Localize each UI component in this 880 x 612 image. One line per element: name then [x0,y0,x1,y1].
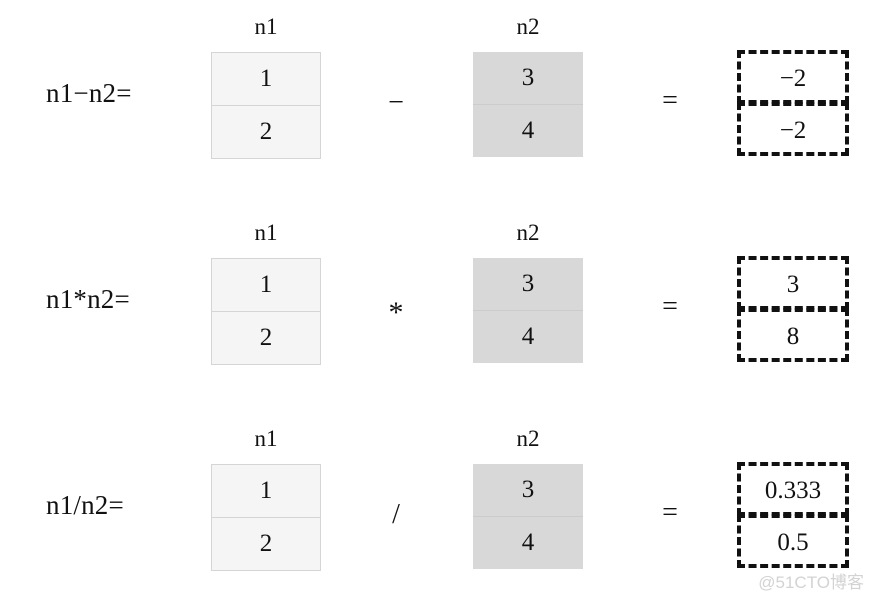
operand-header-n1: n1 [254,426,278,451]
result-cell: 0.333 [737,462,849,516]
operand-header-n2: n2 [516,14,540,39]
operand-cell: 3 [521,476,535,503]
row-label: n1/n2= [46,490,124,520]
operand-cell: 2 [212,105,320,158]
result-cell: −2 [737,102,849,156]
operand-header-n2: n2 [516,426,540,451]
operand-cell: 3 [521,270,535,297]
result-box: 0.333 0.5 [737,462,849,568]
operand-box-n1: 1 2 [211,52,321,159]
operator-symbol: * [388,296,404,329]
operand-cell: 2 [212,517,320,570]
equation-row-subtraction: n1−n2= n1 1 2 − n2 3 4 = −2 −2 [0,0,880,200]
equation-row-multiplication: n1*n2= n1 1 2 * n2 3 4 = 3 8 [0,206,880,406]
result-box: 3 8 [737,256,849,362]
operand-cell: 4 [473,104,583,157]
operand-box-n2: 3 4 [473,52,583,157]
result-cell: 0.5 [737,514,849,568]
operand-cell: 3 [521,64,535,91]
operand-header-n1: n1 [254,14,278,39]
result-cell: 3 [737,256,849,310]
result-cell: 8 [737,308,849,362]
equation-row-division: n1/n2= n1 1 2 / n2 3 4 = 0.333 0.5 [0,412,880,612]
operand-cell: 4 [473,516,583,569]
row-label: n1*n2= [46,284,130,314]
operand-box-n1: 1 2 [211,464,321,571]
operand-cell: 1 [259,65,273,92]
operand-box-n2: 3 4 [473,464,583,569]
result-box: −2 −2 [737,50,849,156]
equals-symbol: = [662,497,678,528]
operand-cell: 1 [259,477,273,504]
operand-cell: 4 [473,310,583,363]
operand-cell: 1 [259,271,273,298]
operand-header-n2: n2 [516,220,540,245]
operand-header-n1: n1 [254,220,278,245]
operand-box-n2: 3 4 [473,258,583,363]
operator-symbol: − [388,87,404,118]
operand-box-n1: 1 2 [211,258,321,365]
equals-symbol: = [662,85,678,116]
result-cell: −2 [737,50,849,104]
equals-symbol: = [662,291,678,322]
row-label: n1−n2= [46,78,132,108]
operand-cell: 2 [212,311,320,364]
watermark: @51CTO博客 [758,573,864,592]
operator-symbol: / [392,499,400,530]
